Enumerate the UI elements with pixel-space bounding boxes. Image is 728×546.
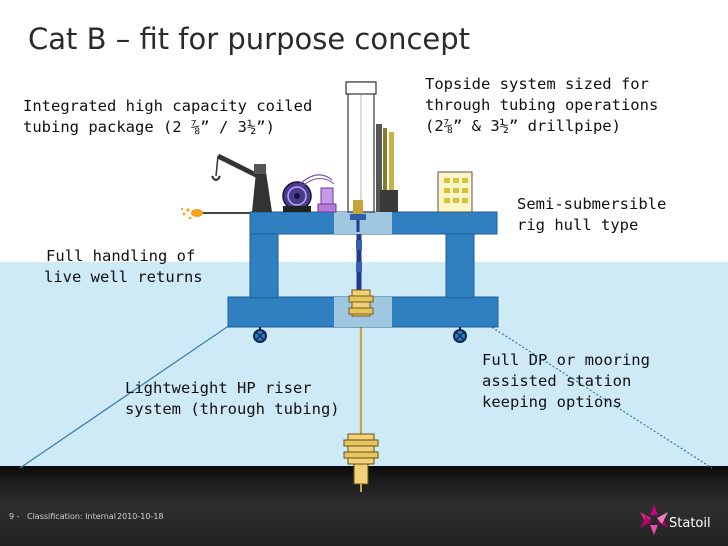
column-left [249,231,279,299]
coiled-tubing-injector [299,174,337,213]
label-well-returns: Full handling of live well returns [44,247,203,286]
label-station-keeping: Full DP or mooring assisted station keep… [482,351,650,411]
column-right [445,231,475,299]
slide-title: Cat B – fit for purpose concept [28,22,471,56]
flare-boom [180,207,250,220]
footer-classification: Classification: Internal [27,512,117,521]
label-coiled-tubing: Integrated high capacity coiled tubing p… [23,97,313,136]
label-topside-system: Topside system sized for through tubing … [425,75,659,135]
coiled-tubing-reel [282,181,312,212]
footer-date: 2010-10-18 [117,512,164,521]
footer-page-number: 9 - [9,512,20,521]
statoil-logo-text: Statoil [669,516,711,531]
label-riser-system: Lightweight HP riser system (through tub… [125,379,340,418]
thruster-left [253,327,267,343]
wellhead-stack [350,200,366,232]
mooring-line-right [464,309,713,469]
label-hull-type: Semi-submersible rig hull type [517,195,667,234]
thruster-right [453,327,467,343]
subsea-bop [343,433,379,492]
derrick [345,81,398,213]
mooring-line-left [19,309,253,469]
deck-moonpool [334,212,392,234]
accommodation-block [437,171,473,213]
crane [211,153,272,212]
statoil-logo-icon [640,505,668,535]
